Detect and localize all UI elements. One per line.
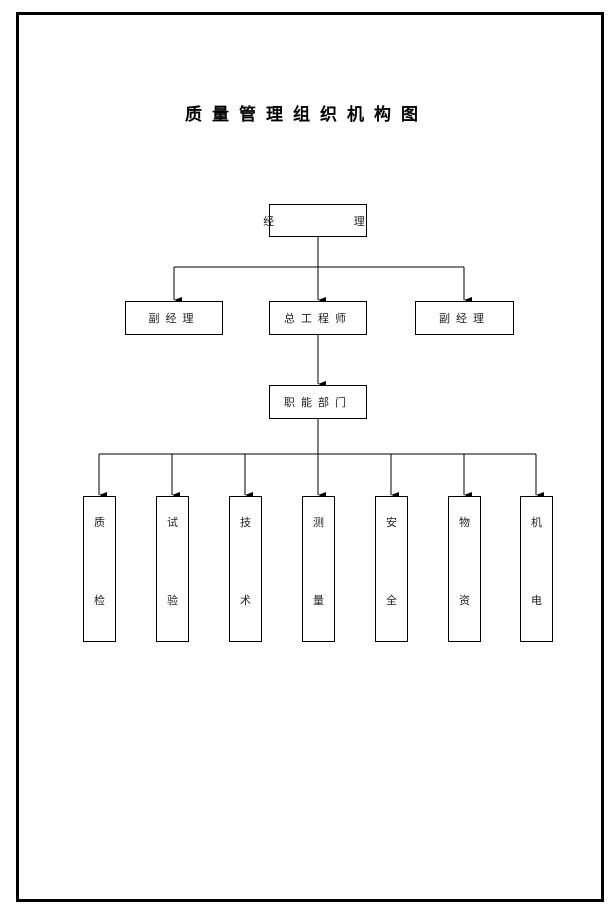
dept-char: 试 [167, 516, 178, 529]
dept-char: 质 [94, 516, 105, 529]
dept-char: 术 [240, 594, 251, 607]
dept-box-safety: 安 全 [375, 496, 408, 642]
dept-box-mechanical-electrical: 机 电 [520, 496, 553, 642]
page-frame [16, 12, 604, 902]
dept-box-surveying: 测 量 [302, 496, 335, 642]
dept-char: 技 [240, 516, 251, 529]
dept-char: 测 [313, 516, 324, 529]
manager-label: 经 理 [263, 214, 403, 228]
dept-char: 验 [167, 594, 178, 607]
chief-engineer-label: 总工程师 [284, 312, 352, 325]
functional-dept-label: 职能部门 [284, 396, 352, 409]
dept-char: 资 [459, 594, 470, 607]
dept-char: 检 [94, 594, 105, 607]
dept-char: 电 [531, 594, 542, 607]
dept-char: 安 [386, 516, 397, 529]
dept-box-testing: 试 验 [156, 496, 189, 642]
dept-box-materials: 物 资 [448, 496, 481, 642]
dept-char: 物 [459, 516, 470, 529]
chief-engineer-box: 总工程师 [269, 301, 367, 335]
dept-char: 全 [386, 594, 397, 607]
dept-char: 机 [531, 516, 542, 529]
deputy-manager-right-label: 副经理 [439, 312, 490, 325]
chart-title: 质量管理组织机构图 [185, 105, 428, 125]
deputy-manager-left-box: 副经理 [125, 301, 223, 335]
deputy-manager-left-label: 副经理 [148, 312, 200, 325]
dept-box-quality-inspection: 质 检 [83, 496, 116, 642]
dept-box-technical: 技 术 [229, 496, 262, 642]
functional-dept-box: 职能部门 [269, 385, 367, 419]
manager-box: 经 理 [263, 204, 367, 237]
dept-char: 量 [313, 594, 324, 607]
deputy-manager-right-box: 副经理 [415, 301, 514, 335]
